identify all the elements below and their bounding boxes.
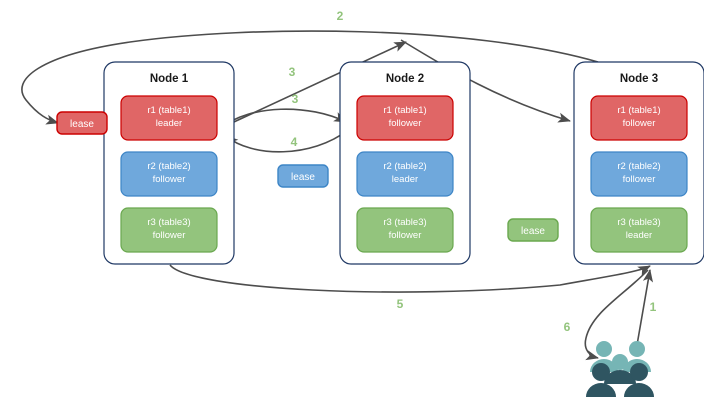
lease-badge-green[interactable]: lease bbox=[507, 218, 559, 242]
replica-role: leader bbox=[392, 174, 418, 185]
replica-role: leader bbox=[156, 118, 182, 129]
edge-step-4-node2-to-node1 bbox=[225, 129, 349, 153]
replica-n3r1[interactable]: r1 (table1) follower bbox=[590, 95, 688, 141]
step-label-4: 4 bbox=[291, 135, 298, 149]
replica-n2r2[interactable]: r2 (table2) leader bbox=[356, 151, 454, 197]
replica-n2r1[interactable]: r1 (table1) follower bbox=[356, 95, 454, 141]
step-label-3b: 3 bbox=[292, 92, 299, 106]
replica-name: r1 (table1) bbox=[383, 105, 426, 116]
node-title: Node 1 bbox=[150, 73, 189, 85]
replica-box bbox=[590, 95, 688, 141]
step-label-1: 1 bbox=[650, 300, 657, 314]
replica-box bbox=[590, 151, 688, 197]
edge-step-5 bbox=[169, 264, 651, 293]
lease-box bbox=[507, 218, 559, 242]
replica-n3r2[interactable]: r2 (table2) follower bbox=[590, 151, 688, 197]
replica-role: follower bbox=[389, 118, 422, 129]
replica-box bbox=[120, 151, 218, 197]
replica-name: r3 (table3) bbox=[147, 217, 190, 228]
users-group-icon bbox=[586, 341, 654, 397]
replica-box bbox=[356, 207, 454, 253]
replica-n2r3[interactable]: r3 (table3) follower bbox=[356, 207, 454, 253]
step-label-2: 2 bbox=[337, 9, 344, 23]
node-node2[interactable]: Node 2 r1 (table1) follower r2 (table2) … bbox=[339, 61, 471, 265]
lease-label: lease bbox=[521, 226, 545, 237]
node-title: Node 2 bbox=[386, 73, 424, 85]
step-label-5: 5 bbox=[397, 297, 404, 311]
lease-box bbox=[277, 164, 329, 188]
replica-name: r1 (table1) bbox=[147, 105, 190, 116]
node-title: Node 3 bbox=[620, 73, 658, 85]
edge-step-6 bbox=[584, 269, 649, 361]
step-label-6: 6 bbox=[564, 320, 571, 334]
replica-role: follower bbox=[623, 174, 656, 185]
replica-box bbox=[120, 207, 218, 253]
lease-label: lease bbox=[70, 119, 94, 130]
replica-name: r3 (table3) bbox=[617, 217, 660, 228]
lease-box bbox=[56, 111, 108, 135]
replica-name: r3 (table3) bbox=[383, 217, 426, 228]
edge-step-3-arc-to-node3 bbox=[400, 39, 571, 123]
replica-n1r1[interactable]: r1 (table1) leader bbox=[120, 95, 218, 141]
replica-name: r1 (table1) bbox=[617, 105, 660, 116]
replica-box bbox=[356, 95, 454, 141]
replica-n3r3[interactable]: r3 (table3) leader bbox=[590, 207, 688, 253]
replica-n1r2[interactable]: r2 (table2) follower bbox=[120, 151, 218, 197]
node-node3[interactable]: Node 3 r1 (table1) follower r2 (table2) … bbox=[573, 61, 704, 265]
lease-label: lease bbox=[291, 172, 315, 183]
edge-step-1 bbox=[636, 269, 654, 346]
replica-name: r2 (table2) bbox=[383, 161, 426, 172]
edge-step-2 bbox=[21, 30, 599, 125]
replica-box bbox=[356, 151, 454, 197]
replica-box bbox=[120, 95, 218, 141]
lease-badge-red[interactable]: lease bbox=[56, 111, 108, 135]
step-label-3a: 3 bbox=[289, 65, 296, 79]
lease-badge-blue[interactable]: lease bbox=[277, 164, 329, 188]
replica-box bbox=[590, 207, 688, 253]
replica-name: r2 (table2) bbox=[147, 161, 190, 172]
replica-role: follower bbox=[623, 118, 656, 129]
replica-role: follower bbox=[153, 174, 186, 185]
replica-name: r2 (table2) bbox=[617, 161, 660, 172]
replica-role: leader bbox=[626, 230, 652, 241]
replica-n1r3[interactable]: r3 (table3) follower bbox=[120, 207, 218, 253]
replica-role: follower bbox=[389, 230, 422, 241]
replica-role: follower bbox=[153, 230, 186, 241]
node-node1[interactable]: Node 1 r1 (table1) leader r2 (table2) fo… bbox=[103, 61, 235, 265]
